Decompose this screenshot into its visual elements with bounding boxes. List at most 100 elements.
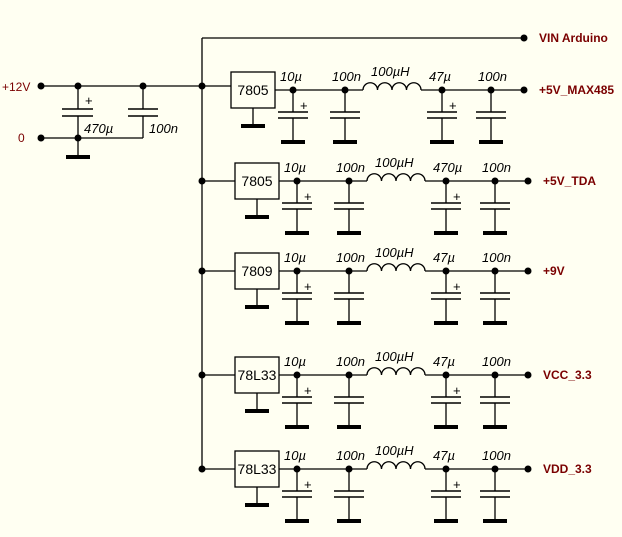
mid-capacitor-value: 100n [332, 69, 361, 84]
junction-node [487, 86, 495, 94]
polarity-plus-icon: + [304, 477, 312, 492]
output-capacitor-value: 47µ [433, 250, 455, 265]
mid-capacitor[interactable]: 100n [334, 448, 365, 523]
output-capacitor-value: 470µ [433, 160, 462, 175]
regulator-part-label: 7809 [241, 263, 272, 279]
voltage-regulator[interactable]: 7805 [234, 162, 280, 219]
output-terminal[interactable] [524, 267, 532, 275]
junction-node [491, 371, 499, 379]
junction-node [293, 465, 301, 473]
polarity-plus-icon: + [304, 383, 312, 398]
junction-node [491, 177, 499, 185]
output-capacitor[interactable]: +470µ [431, 160, 462, 235]
output-terminal[interactable] [520, 86, 528, 94]
output-capacitor-value: 47µ [433, 448, 455, 463]
junction-node [442, 267, 450, 275]
output-terminal[interactable] [524, 465, 532, 473]
mid-capacitor[interactable]: 100n [334, 250, 365, 325]
junction-node [345, 177, 353, 185]
final-capacitor-value: 100n [482, 160, 511, 175]
bulk-cap-value: 470µ [84, 121, 113, 136]
input-capacitor[interactable]: +10µ [278, 69, 308, 144]
final-capacitor[interactable]: 100n [480, 160, 511, 235]
vin-arduino-net-label: VIN Arduino [539, 31, 608, 45]
voltage-regulator[interactable]: 78L33 [234, 356, 280, 413]
filter-inductor[interactable]: 100µH [366, 155, 426, 182]
polarity-plus-icon: + [85, 93, 93, 108]
final-capacitor[interactable]: 100n [476, 69, 507, 144]
polarity-plus-icon: + [449, 98, 457, 113]
input-capacitor-value: 10µ [280, 69, 302, 84]
mid-capacitor-value: 100n [336, 160, 365, 175]
input-decoupling-capacitor[interactable]: 100n [128, 86, 178, 138]
input-capacitor[interactable]: +10µ [282, 354, 312, 429]
main-bus: VIN Arduino [201, 31, 608, 469]
junction-node [442, 177, 450, 185]
junction-node [289, 86, 297, 94]
junction-node [345, 465, 353, 473]
mid-capacitor-value: 100n [336, 448, 365, 463]
input-capacitor[interactable]: +10µ [282, 250, 312, 325]
junction-node [438, 86, 446, 94]
voltage-regulator[interactable]: 78L33 [234, 450, 280, 507]
final-capacitor[interactable]: 100n [480, 448, 511, 523]
polarity-plus-icon: + [304, 279, 312, 294]
junction-node [345, 371, 353, 379]
junction-node [74, 82, 82, 90]
regulator-part-label: 78L33 [238, 461, 277, 477]
output-capacitor[interactable]: +47µ [431, 250, 461, 325]
polarity-plus-icon: + [453, 279, 461, 294]
output-terminal[interactable] [524, 177, 532, 185]
inductor-value: 100µH [375, 155, 414, 170]
input-bulk-capacitor[interactable]: + 470µ [62, 86, 113, 152]
filter-inductor[interactable]: 100µH [366, 245, 426, 272]
polarity-plus-icon: + [453, 383, 461, 398]
final-capacitor-value: 100n [482, 448, 511, 463]
final-capacitor[interactable]: 100n [480, 250, 511, 325]
output-terminal[interactable] [524, 371, 532, 379]
filter-inductor[interactable]: 100µH [366, 349, 426, 376]
junction-node [442, 371, 450, 379]
final-capacitor-value: 100n [482, 250, 511, 265]
junction-node [491, 267, 499, 275]
input-capacitor-value: 10µ [284, 160, 306, 175]
input-capacitor[interactable]: +10µ [282, 160, 312, 235]
junction-node [345, 267, 353, 275]
final-capacitor-value: 100n [478, 69, 507, 84]
final-capacitor[interactable]: 100n [480, 354, 511, 429]
vin-arduino-terminal[interactable] [520, 34, 528, 42]
final-capacitor-value: 100n [482, 354, 511, 369]
filter-inductor[interactable]: 100µH [366, 443, 426, 470]
output-net-label: VCC_3.3 [543, 368, 592, 382]
inductor-value: 100µH [375, 443, 414, 458]
output-capacitor-value: 47µ [433, 354, 455, 369]
junction-node [341, 86, 349, 94]
polarity-plus-icon: + [453, 189, 461, 204]
mid-capacitor-value: 100n [336, 250, 365, 265]
polarity-plus-icon: + [300, 98, 308, 113]
polarity-plus-icon: + [304, 189, 312, 204]
output-capacitor[interactable]: +47µ [431, 448, 461, 523]
inductor-value: 100µH [375, 349, 414, 364]
junction-node [293, 177, 301, 185]
filter-inductor[interactable]: 100µH [362, 64, 422, 91]
input-capacitor[interactable]: +10µ [282, 448, 312, 523]
output-capacitor-value: 47µ [429, 69, 451, 84]
mid-capacitor[interactable]: 100n [334, 160, 365, 235]
mid-capacitor[interactable]: 100n [330, 69, 361, 144]
ground-net-label: 0 [18, 131, 25, 145]
voltage-regulator[interactable]: 7805 [230, 71, 276, 128]
output-capacitor[interactable]: +47µ [427, 69, 457, 144]
junction-node [442, 465, 450, 473]
output-net-label: VDD_3.3 [543, 462, 592, 476]
regulator-part-label: 7805 [241, 173, 272, 189]
junction-node [293, 267, 301, 275]
mid-capacitor[interactable]: 100n [334, 354, 365, 429]
inductor-value: 100µH [375, 245, 414, 260]
junction-node [139, 82, 147, 90]
voltage-regulator[interactable]: 7809 [234, 252, 280, 309]
output-capacitor[interactable]: +47µ [431, 354, 461, 429]
